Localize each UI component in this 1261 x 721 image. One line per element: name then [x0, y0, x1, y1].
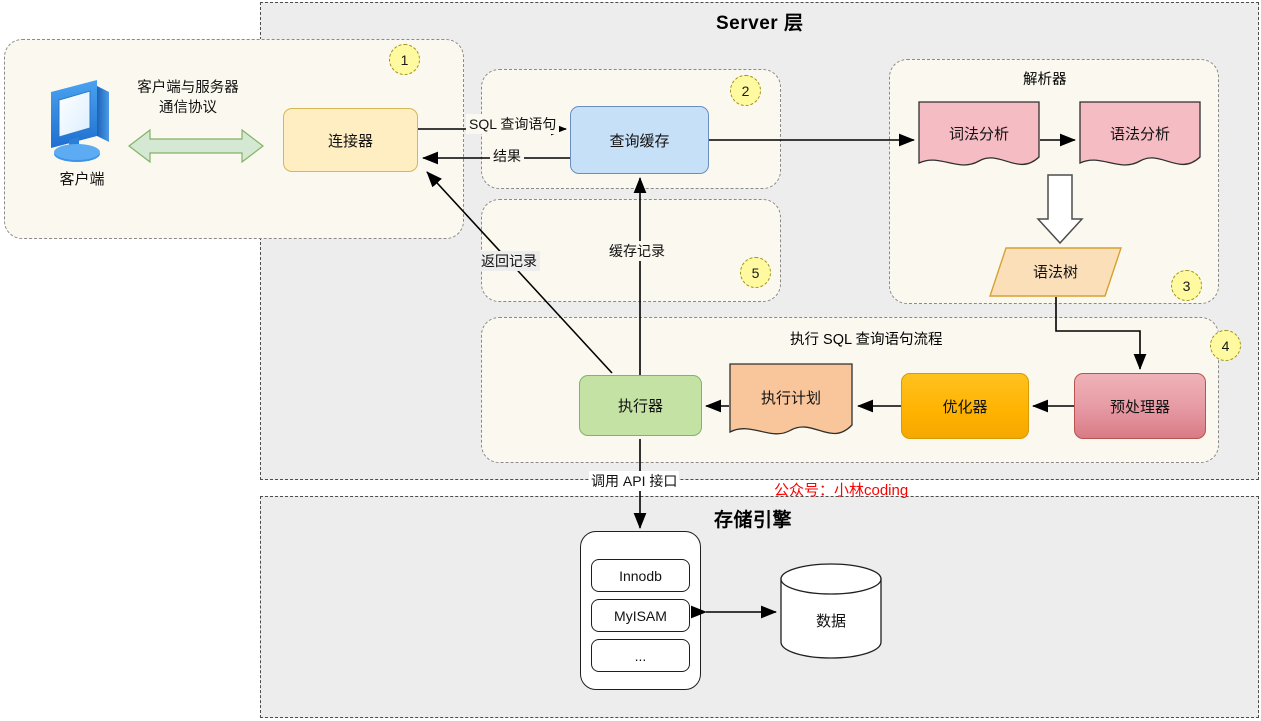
connector-node[interactable]: 连接器 [283, 108, 418, 172]
group-1-badge: 1 [389, 44, 420, 75]
protocol-label: 客户端与服务器 通信协议 [118, 78, 258, 118]
monitor-icon [45, 78, 119, 169]
syntax-analysis-label: 语法分析 [1109, 126, 1170, 143]
return-records-label: 返回记录 [478, 251, 540, 271]
data-label: 数据 [815, 613, 846, 630]
query-cache-node[interactable]: 查询缓存 [570, 106, 709, 174]
storage-layer-title: 存储引擎 [714, 510, 793, 531]
protocol-label-line1: 客户端与服务器 [137, 80, 239, 96]
watermark-text: 公众号：小林coding [774, 482, 909, 499]
group-5-badge: 5 [740, 257, 771, 288]
engine-more-node[interactable]: ... [591, 639, 690, 672]
exec-plan-node[interactable]: 执行计划 [729, 363, 853, 445]
protocol-label-line2: 通信协议 [159, 100, 217, 116]
bidirectional-arrow-icon [128, 124, 264, 168]
syntax-tree-node[interactable]: 语法树 [989, 247, 1122, 302]
engine-innodb-node[interactable]: Innodb [591, 559, 690, 592]
call-api-label: 调用 API 接口 [589, 471, 680, 491]
group-parser-title: 解析器 [1023, 72, 1067, 88]
group-4-badge: 4 [1210, 330, 1241, 361]
sql-query-label: SQL 查询语句 [466, 114, 560, 134]
data-cylinder: 数据 [780, 562, 882, 664]
syntax-analysis-node[interactable]: 语法分析 [1079, 101, 1201, 173]
group-3-badge: 3 [1171, 270, 1202, 301]
lexical-analysis-node[interactable]: 词法分析 [918, 101, 1040, 173]
group-2-badge: 2 [730, 75, 761, 106]
lexical-analysis-label: 词法分析 [948, 126, 1009, 143]
exec-plan-label: 执行计划 [760, 390, 821, 407]
syntax-tree-label: 语法树 [1032, 264, 1078, 281]
client-label: 客户端 [59, 171, 105, 188]
preprocessor-node[interactable]: 预处理器 [1074, 373, 1206, 439]
engine-myisam-node[interactable]: MyISAM [591, 599, 690, 632]
optimizer-node[interactable]: 优化器 [901, 373, 1029, 439]
executor-node[interactable]: 执行器 [579, 375, 702, 436]
result-label: 结果 [490, 146, 524, 166]
cache-records-label: 缓存记录 [606, 241, 668, 261]
server-layer-title: Server 层 [716, 13, 804, 34]
group-execute-flow-title: 执行 SQL 查询语句流程 [790, 332, 943, 348]
